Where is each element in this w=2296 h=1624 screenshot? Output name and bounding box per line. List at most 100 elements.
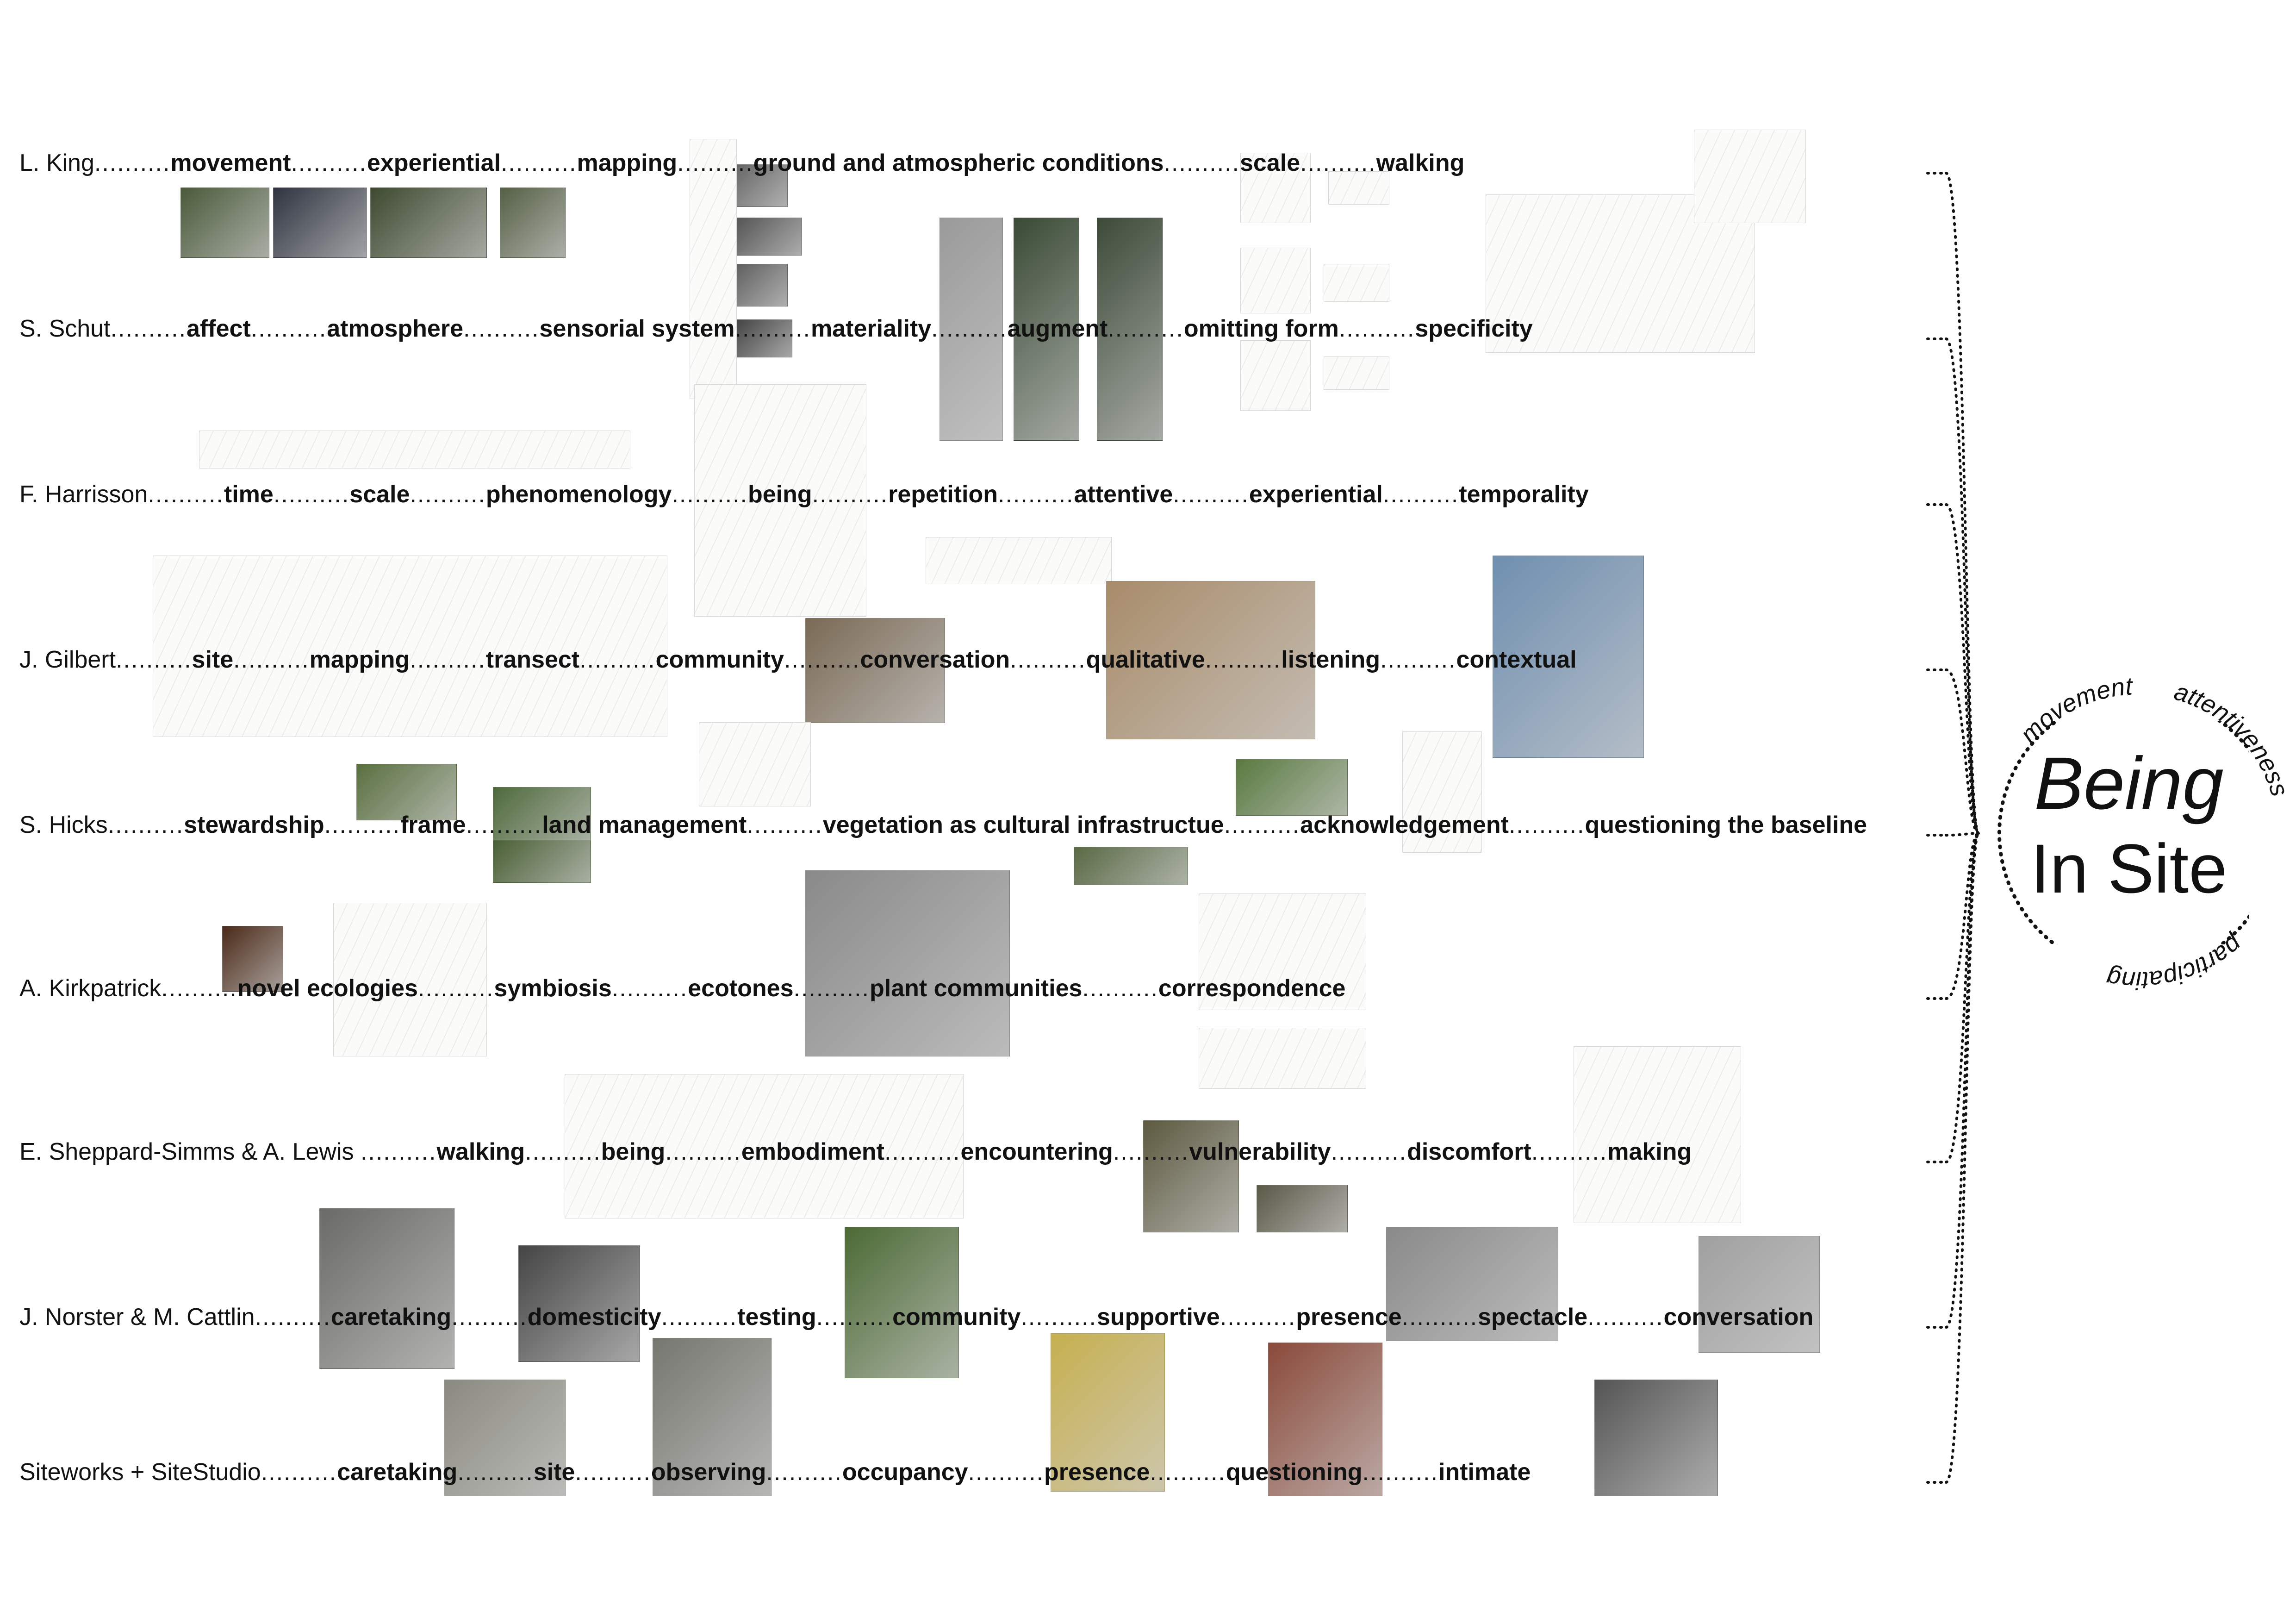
dot-leader: .......... — [94, 150, 171, 176]
dot-leader: .......... — [1082, 975, 1158, 1002]
photo-thumbnail — [370, 187, 487, 258]
photo-thumbnail — [736, 264, 788, 306]
sketch-thumbnail — [333, 903, 487, 1056]
dot-leader: .......... — [110, 315, 187, 342]
dot-leader: .......... — [884, 1138, 961, 1165]
keyword: community — [892, 1304, 1021, 1330]
connector-curve — [1945, 832, 1980, 837]
being-in-site-ring: movement attentiveness participating — [1997, 670, 2296, 998]
connector-curve — [1945, 337, 1980, 835]
row: Siteworks + SiteStudio..........caretaki… — [19, 1458, 1963, 1491]
keyword: symbiosis — [494, 975, 612, 1002]
photo-thumbnail — [1143, 1120, 1239, 1232]
sketch-thumbnail — [1402, 731, 1482, 853]
dot-leader: .......... — [579, 646, 656, 673]
dot-leader: .......... — [1587, 1304, 1664, 1330]
dot-leader: .......... — [410, 646, 486, 673]
row: S. Hicks..........stewardship..........f… — [19, 811, 1963, 843]
keyword: questioning — [1226, 1459, 1363, 1486]
sketch-thumbnail — [1324, 264, 1389, 302]
keyword: observing — [651, 1459, 766, 1486]
row-name: L. King — [19, 150, 94, 176]
keyword: community — [655, 646, 784, 673]
row: L. King..........movement..........exper… — [19, 149, 1963, 181]
keyword: testing — [737, 1304, 816, 1330]
dot-leader: .......... — [1380, 646, 1456, 673]
photo-thumbnail — [1236, 759, 1348, 816]
sketch-thumbnail — [1240, 153, 1311, 223]
keyword: atmosphere — [327, 315, 464, 342]
keyword: domesticity — [527, 1304, 661, 1330]
dot-leader: .......... — [1173, 481, 1249, 508]
photo-thumbnail — [180, 187, 269, 258]
keyword: materiality — [811, 315, 932, 342]
row-name: F. Harrisson — [19, 481, 148, 508]
connector-curve — [1945, 503, 1980, 835]
keyword: stewardship — [184, 812, 324, 838]
sketch-thumbnail — [694, 384, 866, 617]
dot-leader: .......... — [500, 150, 577, 176]
keyword: walking — [436, 1138, 525, 1165]
row: J. Norster & M. Cattlin..........caretak… — [19, 1303, 1963, 1336]
keyword: movement — [170, 150, 291, 176]
sketch-thumbnail — [690, 139, 737, 399]
row-name: J. Norster & M. Cattlin — [19, 1304, 255, 1330]
sketch-thumbnail — [1240, 340, 1311, 411]
photo-thumbnail — [273, 187, 367, 258]
dot-leader: .......... — [451, 1304, 528, 1330]
photo-thumbnail — [805, 870, 1010, 1056]
row-name: S. Hicks — [19, 812, 108, 838]
photo-thumbnail — [1699, 1236, 1820, 1353]
keyword: being — [747, 481, 812, 508]
photo-thumbnail — [1493, 556, 1644, 758]
photo-thumbnail — [1074, 847, 1188, 885]
dot-leader: .......... — [1010, 646, 1086, 673]
dot-leader: .......... — [1020, 1304, 1097, 1330]
sketch-thumbnail — [926, 537, 1112, 584]
dot-leader: .......... — [812, 481, 889, 508]
keyword: encountering — [960, 1138, 1113, 1165]
sketch-thumbnail — [565, 1074, 964, 1218]
dot-leader: .......... — [360, 1138, 437, 1165]
dot-leader: .......... — [1300, 150, 1376, 176]
dot-leader: .......... — [611, 975, 688, 1002]
keyword: scale — [1240, 150, 1300, 176]
photo-thumbnail — [940, 218, 1003, 441]
dot-leader: .......... — [793, 975, 870, 1002]
keyword: phenomenology — [485, 481, 672, 508]
keyword: repetition — [888, 481, 998, 508]
keyword: mapping — [309, 646, 410, 673]
dot-leader: .......... — [816, 1304, 893, 1330]
dot-leader: .......... — [575, 1459, 651, 1486]
keyword: mapping — [577, 150, 678, 176]
keyword: omitting form — [1183, 315, 1339, 342]
dot-leader: .......... — [417, 975, 494, 1002]
photo-thumbnail — [736, 218, 802, 256]
dot-leader: .......... — [148, 481, 224, 508]
keyword: vulnerability — [1189, 1138, 1331, 1165]
keyword: intimate — [1438, 1459, 1531, 1486]
dot-leader: .......... — [1108, 315, 1184, 342]
keyword: temporality — [1459, 481, 1589, 508]
photo-thumbnail — [1106, 581, 1315, 739]
dot-leader: .......... — [998, 481, 1074, 508]
row: J. Gilbert..........site..........mappin… — [19, 646, 1963, 678]
keyword: acknowledgement — [1300, 812, 1509, 838]
dot-leader: .......... — [665, 1138, 741, 1165]
keyword: specificity — [1415, 315, 1533, 342]
dot-leader: .......... — [1362, 1459, 1439, 1486]
keyword: supportive — [1096, 1304, 1220, 1330]
photo-thumbnail — [1097, 218, 1163, 441]
photo-thumbnail — [736, 319, 792, 357]
sketch-thumbnail — [153, 556, 667, 737]
dot-leader: .......... — [466, 812, 542, 838]
title-being: Being — [2034, 742, 2224, 824]
dot-leader: .......... — [161, 975, 237, 1002]
dot-leader: .......... — [233, 646, 310, 673]
keyword: conversation — [860, 646, 1010, 673]
keyword: sensorial system — [539, 315, 735, 342]
photo-thumbnail — [1051, 1333, 1165, 1492]
row-name: E. Sheppard-Simms & A. Lewis — [19, 1138, 361, 1165]
keyword: site — [533, 1459, 575, 1486]
dot-leader: .......... — [734, 315, 811, 342]
